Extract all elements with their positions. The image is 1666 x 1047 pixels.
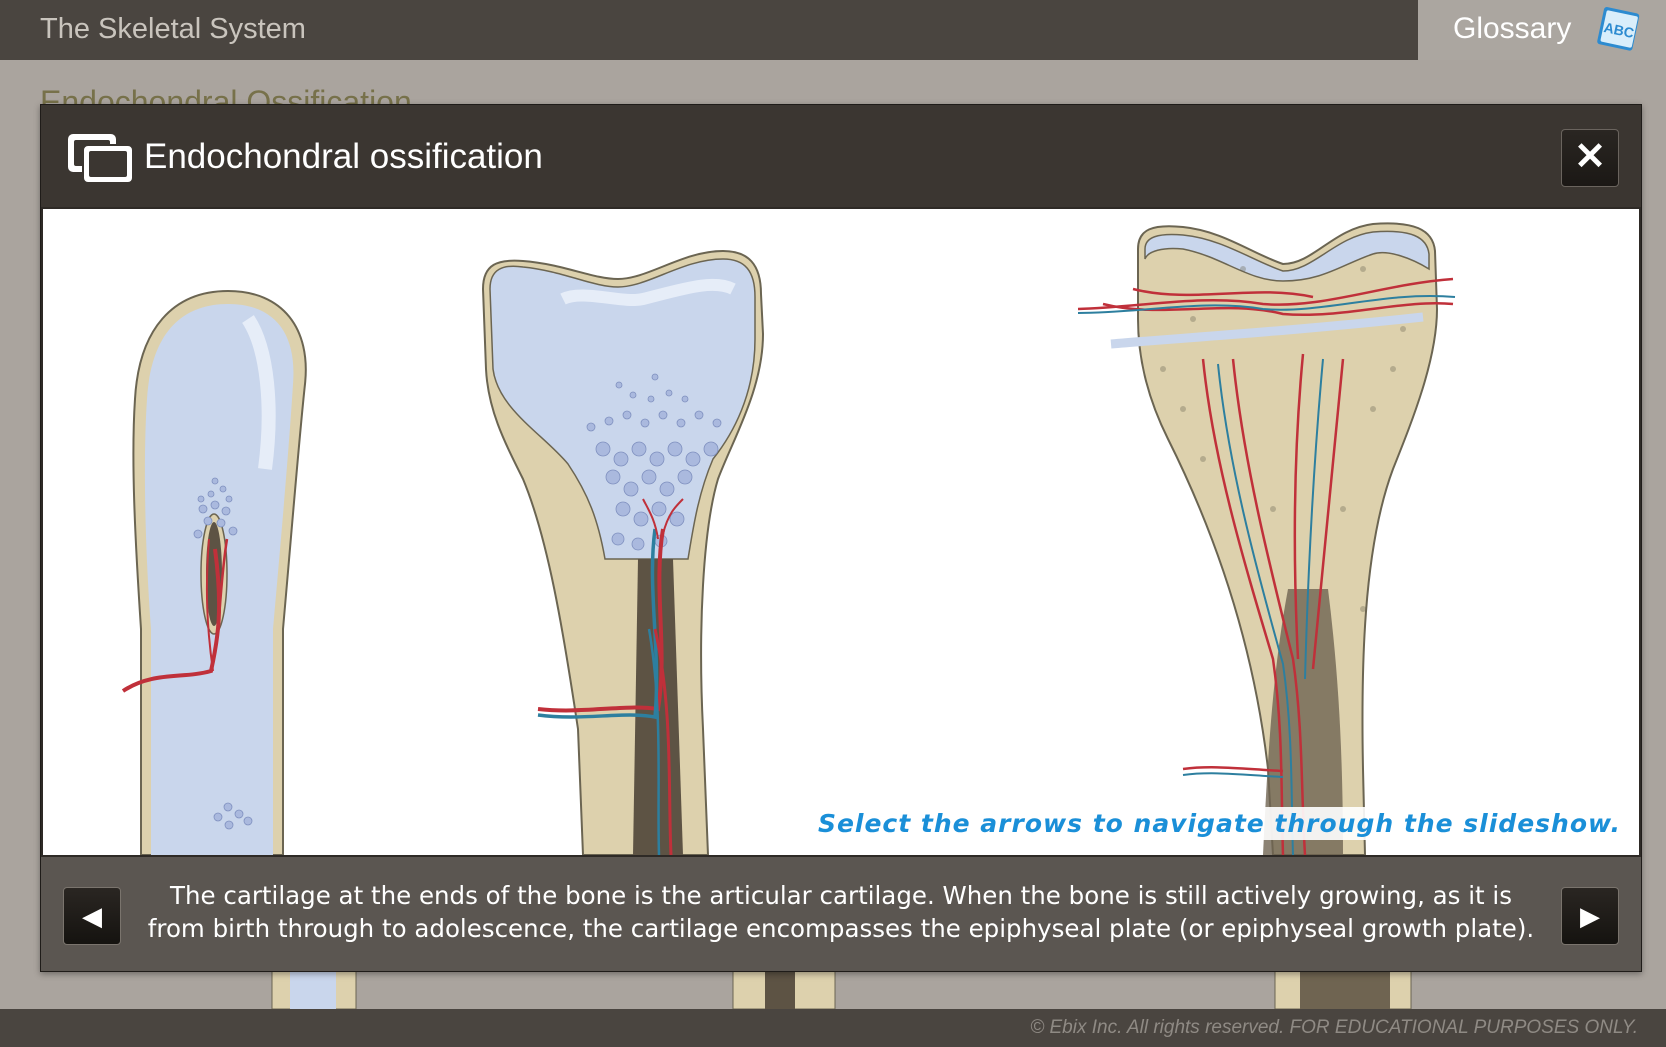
- bone-stage-2: [481, 249, 765, 855]
- previous-slide-button[interactable]: ◀: [63, 887, 121, 945]
- slideshow-icon: [68, 134, 134, 184]
- modal-header: Endochondral ossification ✕: [41, 105, 1641, 207]
- modal-title: Endochondral ossification: [144, 137, 543, 176]
- close-button[interactable]: ✕: [1561, 129, 1619, 187]
- svg-text:ABC: ABC: [1602, 19, 1635, 41]
- slideshow-modal: Endochondral ossification ✕: [40, 104, 1642, 972]
- bone-ossification-illustration: [121, 222, 1456, 855]
- glossary-label: Glossary: [1453, 12, 1572, 45]
- navigation-hint: Select the arrows to navigate through th…: [813, 807, 1625, 840]
- copyright-notice: © Ebix Inc. All rights reserved. FOR EDU…: [1030, 1017, 1638, 1038]
- top-bar: The Skeletal System Glossary ABC: [0, 0, 1666, 60]
- abc-book-icon: ABC: [1597, 7, 1640, 51]
- footer: © Ebix Inc. All rights reserved. FOR EDU…: [0, 1009, 1666, 1047]
- slide-caption: The cartilage at the ends of the bone is…: [147, 881, 1535, 943]
- caption-bar: ◀ The cartilage at the ends of the bone …: [41, 857, 1641, 971]
- slide-image: Select the arrows to navigate through th…: [43, 209, 1639, 855]
- next-slide-button[interactable]: ▶: [1561, 887, 1619, 945]
- background-bone-illustration: [271, 965, 1412, 1009]
- bone-stage-3: [1077, 222, 1456, 855]
- bone-stage-1: [121, 289, 307, 855]
- glossary-button[interactable]: Glossary ABC: [1418, 0, 1666, 60]
- app-title: The Skeletal System: [40, 13, 306, 45]
